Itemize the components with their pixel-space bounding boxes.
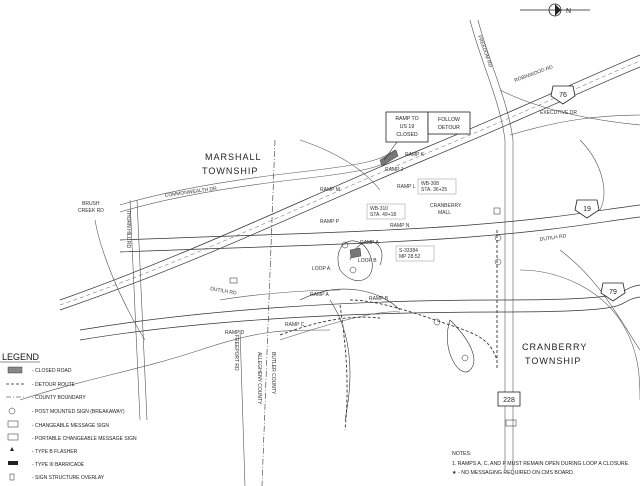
- notes: NOTES: 1. RAMPS A, C, AND P MUST REMAIN …: [452, 451, 630, 476]
- station-2-id: WB-310: [370, 206, 388, 212]
- loop-a-label: LOOP A: [312, 266, 331, 272]
- notes-title: NOTES:: [452, 451, 471, 457]
- callout-ramp-3: CLOSED: [396, 132, 418, 138]
- dutilh-rd-west-label: DUTILH RD: [210, 286, 238, 297]
- cranberry-mall-label: CRANBERRY: [430, 203, 462, 209]
- ramp-closed-callout: RAMP TO US 19 CLOSED FOLLOW DETOUR: [383, 111, 471, 161]
- legend-item-6: - PORTABLE CHANGEABLE MESSAGE SIGN: [32, 436, 137, 442]
- flasher-icon: [10, 447, 14, 451]
- ramp-p-label: RAMP P: [320, 219, 340, 225]
- station-1-sta: STA. 36+25: [421, 187, 447, 193]
- ramp-m-label: RAMP M: [320, 187, 340, 193]
- cranberry-label: CRANBERRY: [522, 342, 587, 352]
- pa228-shield-icon: 228: [497, 391, 521, 407]
- north-arrow-icon: N: [520, 3, 590, 17]
- dutilh-rd-east-label: DUTILH RD: [539, 233, 567, 243]
- station-2-sta: STA. 49+18: [370, 212, 396, 218]
- station-box-3: S-33384 MP 28.52: [395, 245, 435, 262]
- cms-icon: [7, 420, 19, 428]
- callout-follow-1: FOLLOW: [438, 117, 460, 123]
- ramp-a-lower-label: RAMP A: [310, 292, 329, 298]
- legend-item-8: - TYPE III BARRICADE: [32, 462, 85, 468]
- ramp-a-upper-label: RAMP A: [360, 240, 379, 246]
- freedom-rd-label: FREEDOM RD: [476, 35, 493, 69]
- sign-markers: [229, 207, 517, 427]
- i76-number: 76: [559, 92, 567, 99]
- legend-item-9: - SIGN STRUCTURE OVERLAY: [32, 475, 105, 481]
- i79-shield-icon: 79: [600, 282, 626, 302]
- callout-ramp-1: RAMP TO: [395, 116, 418, 122]
- post-sign-icon: [8, 407, 16, 415]
- closed-roads: [349, 149, 399, 259]
- i79: [79, 284, 640, 341]
- brush-label: BRUSH: [82, 201, 100, 207]
- ramp-l-label: RAMP L: [397, 184, 416, 190]
- ramp-d-label: RAMP D: [225, 330, 245, 336]
- station-box-1: WB-308 STA. 36+25: [417, 178, 457, 195]
- robinwood-rd-label: ROBINWOOD RD: [514, 64, 555, 84]
- interchange-loops: [299, 240, 475, 421]
- county-boundary: [261, 139, 276, 486]
- marshall-label: MARSHALL: [205, 152, 262, 162]
- loop-b-label: LOOP B: [358, 258, 377, 264]
- i76-shield-icon: 76: [550, 85, 576, 105]
- station-3-id: S-33384: [399, 248, 418, 254]
- allegheny-county-label: ALLEGHENY COUNTY: [256, 352, 262, 405]
- freeport-rd-label: FREEPORT RD: [233, 335, 239, 371]
- legend-item-5: - CHANGEABLE MESSAGE SIGN: [32, 423, 109, 429]
- station-3-mp: MP 28.52: [399, 254, 421, 260]
- barricade-icon: [8, 461, 18, 465]
- legend-item-4: - POST MOUNTED SIGN (BREAKAWAY): [32, 409, 125, 415]
- ramp-k-label: RAMP K: [405, 152, 425, 158]
- station-1-id: WB-308: [421, 181, 439, 187]
- creek-rd-label: CREEK RD: [78, 208, 104, 214]
- executive-dr-label: EXECUTIVE DR: [540, 110, 577, 116]
- note-1: 1. RAMPS A, C, AND P MUST REMAIN OPEN DU…: [452, 461, 630, 467]
- thorn-hill-rd-label: THORN HILL RD: [125, 210, 131, 249]
- ramp-j-label: RAMP J: [385, 167, 404, 173]
- callout-ramp-2: US 19: [400, 124, 415, 130]
- commonwealth-dr-label: COMMONWEALTH DR: [164, 186, 217, 199]
- marshall-township-label: TOWNSHIP: [202, 166, 258, 176]
- legend-item-1: - CLOSED ROAD: [32, 368, 72, 374]
- closed-road-swatch: [7, 366, 23, 374]
- ramp-c-label: RAMP C: [285, 322, 305, 328]
- north-label: N: [566, 8, 571, 15]
- cranberry-township-label: TOWNSHIP: [525, 356, 581, 366]
- legend-item-2: - DETOUR ROUTE: [32, 382, 76, 388]
- detour-route: [279, 230, 498, 431]
- pa228-number: 228: [503, 397, 515, 404]
- us19-number: 19: [583, 206, 591, 213]
- local-roads: [19, 19, 640, 486]
- note-2: ★ - NO MESSAGING REQUIRED ON CMS BOARD.: [452, 470, 574, 476]
- legend-item-7: - TYPE B FLASHER: [32, 449, 78, 455]
- mall-label: MALL: [438, 210, 451, 216]
- structure-overlay-icon: [9, 473, 15, 481]
- i76-turnpike: [59, 54, 640, 311]
- callout-follow-2: DETOUR: [438, 125, 460, 131]
- station-box-2: WB-310 STA. 49+18: [366, 203, 406, 220]
- legend: LEGEND - CLOSED ROAD - DETOUR ROUTE - CO…: [0, 352, 137, 481]
- us19-shield-icon: 19: [574, 199, 600, 219]
- ramp-b-label: RAMP B: [369, 296, 389, 302]
- ramp-n-label: RAMP N: [390, 223, 410, 229]
- pcms-icon: [7, 433, 19, 441]
- butler-county-label: BUTLER COUNTY: [270, 352, 276, 395]
- legend-item-3: - COUNTY BOUNDARY: [32, 395, 86, 401]
- i79-number: 79: [609, 289, 617, 296]
- legend-title: LEGEND: [2, 352, 40, 362]
